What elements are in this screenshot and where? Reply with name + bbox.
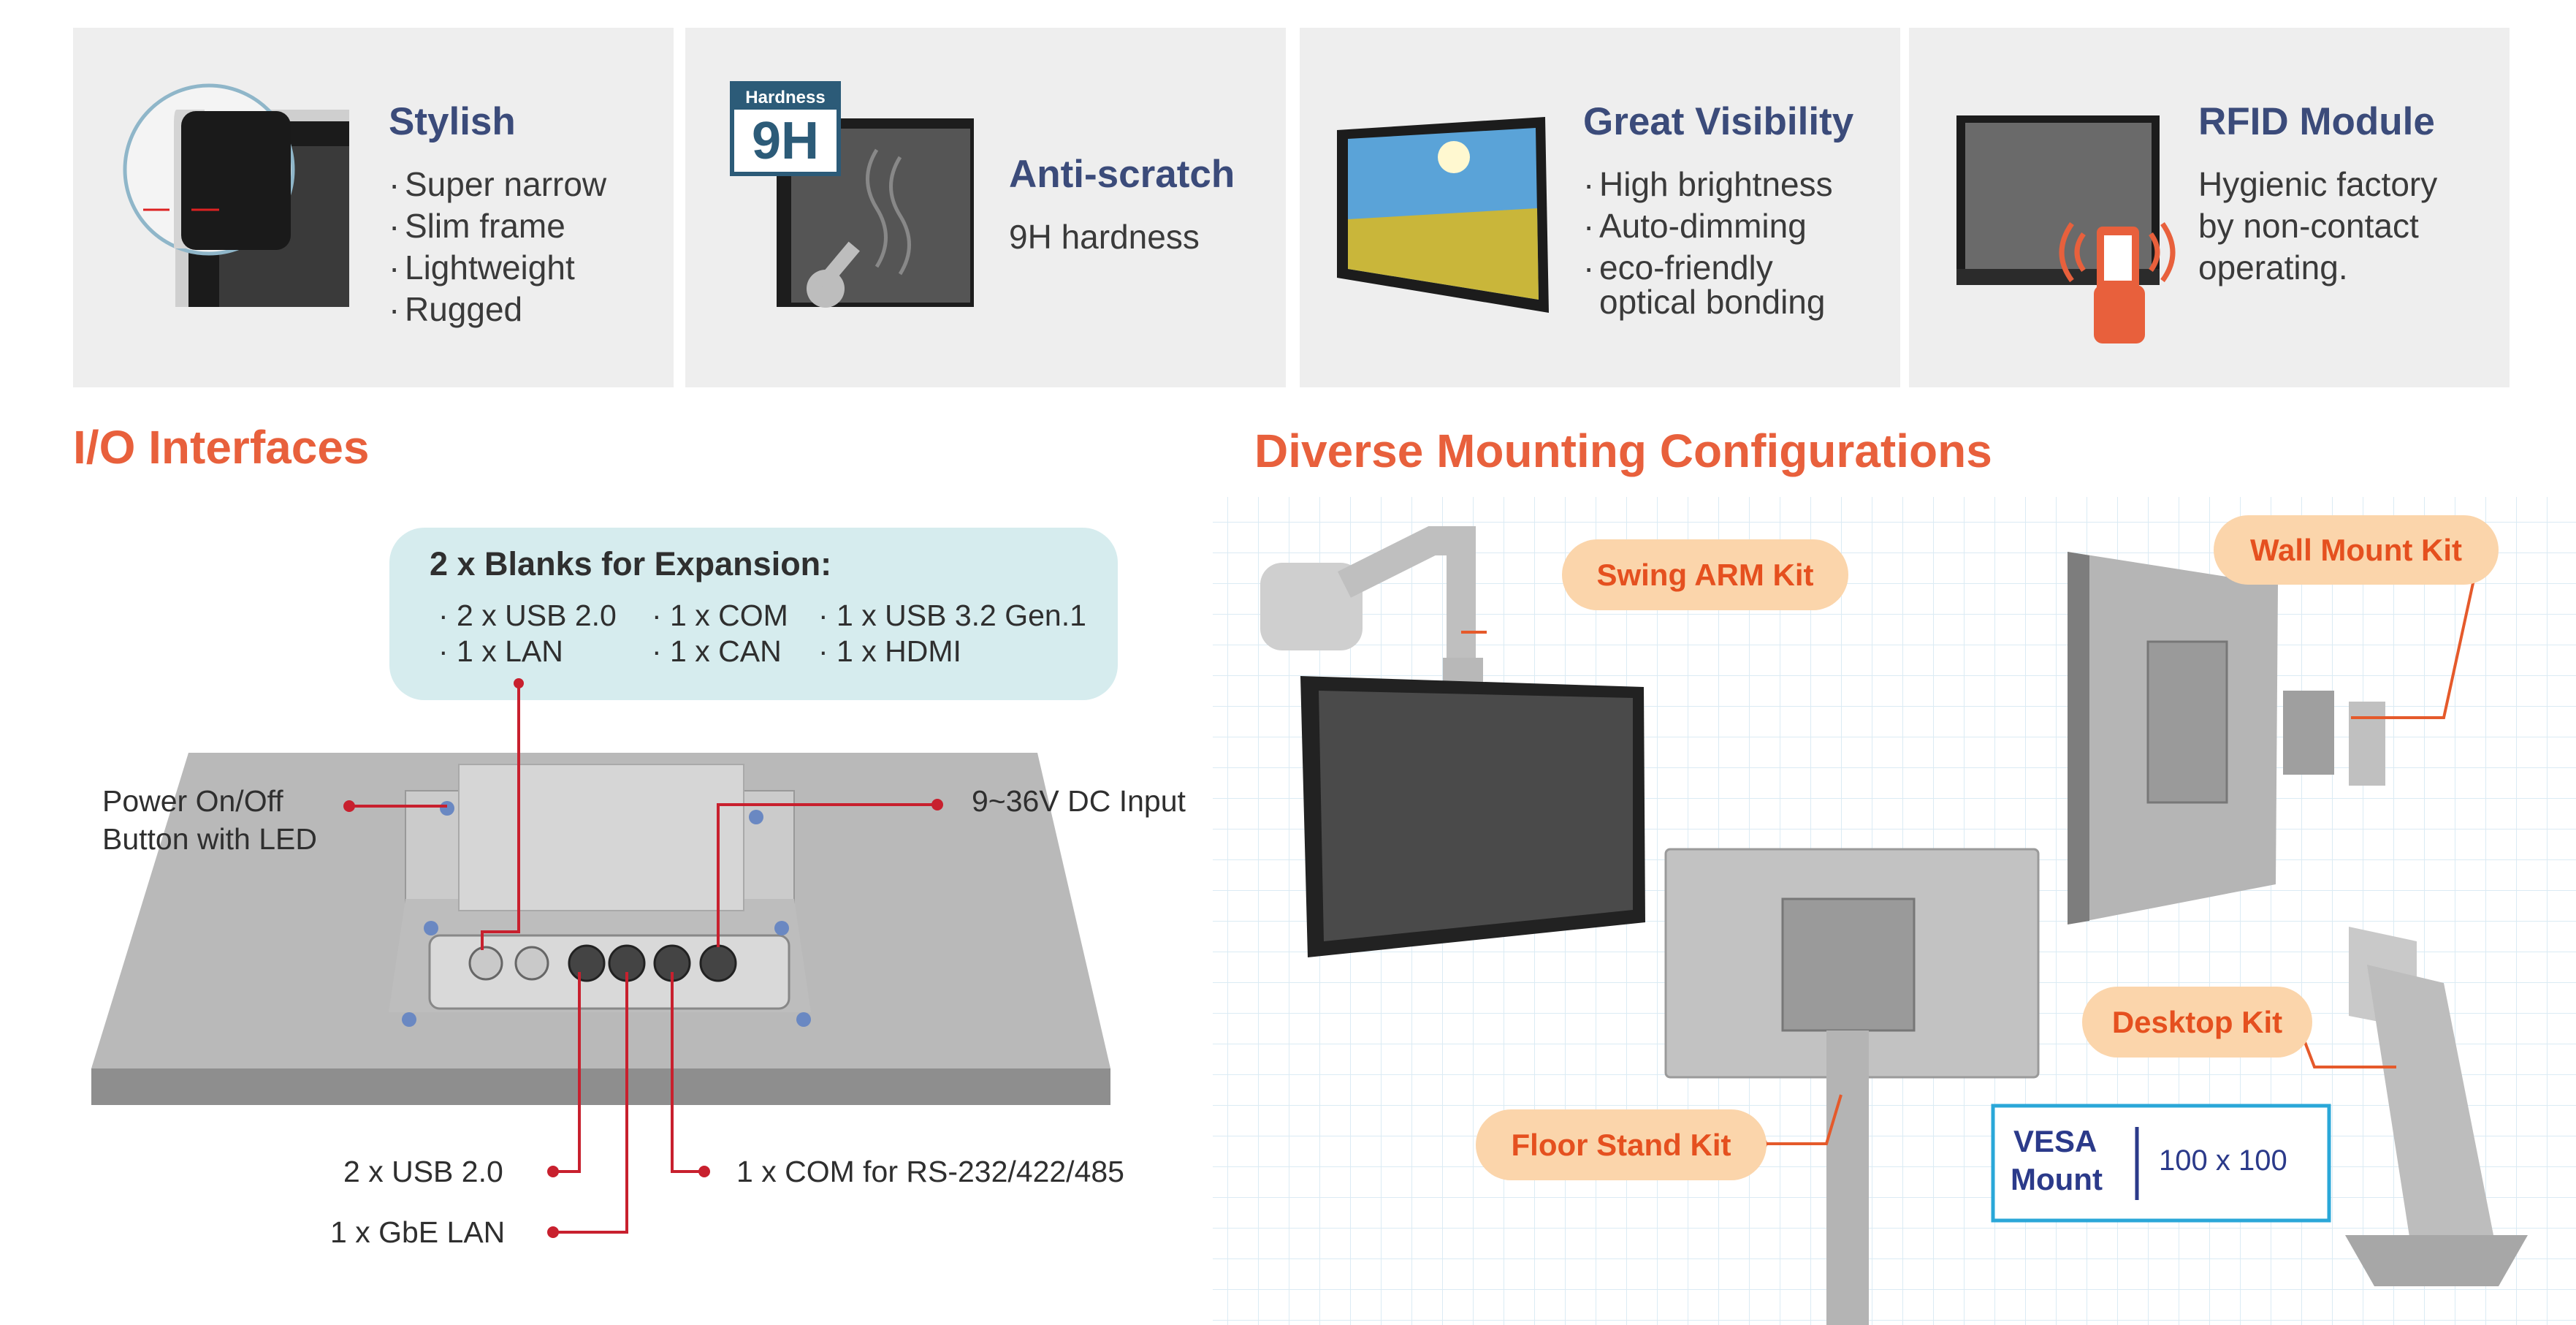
lan-label: 1 x GbE LAN xyxy=(330,1215,506,1249)
rfid-illustration xyxy=(1956,115,2176,343)
scratch-resistant-illustration xyxy=(730,81,974,308)
stylish-bullet: ·Slim frame xyxy=(389,207,565,245)
expansion-item: · 1 x USB 3.2 Gen.1 xyxy=(818,599,1086,632)
stylish-bullet: ·Super narrow xyxy=(389,165,607,203)
expansion-title: 2 x Blanks for Expansion: xyxy=(430,545,832,582)
wall-mount-kit-label: Wall Mount Kit xyxy=(2214,515,2499,585)
vesa-label: Mount xyxy=(2011,1162,2103,1196)
vesa-label: VESA xyxy=(2013,1124,2097,1158)
rfid-text-line: operating. xyxy=(2198,248,2348,286)
expansion-item: · 1 x COM xyxy=(652,599,788,632)
expansion-item: · 1 x CAN xyxy=(652,634,782,668)
power-button-label: Button with LED xyxy=(102,822,317,856)
expansion-item: · 2 x USB 2.0 xyxy=(438,599,617,632)
visibility-bullet: ·High brightness xyxy=(1583,165,1833,203)
anti-scratch-title: Anti-scratch xyxy=(1009,153,1235,196)
floor-stand-kit-label: Floor Stand Kit xyxy=(1476,1109,1767,1180)
desktop-kit-label: Desktop Kit xyxy=(2082,987,2312,1058)
vesa-value: 100 x 100 xyxy=(2159,1144,2287,1177)
anti-scratch-text: 9H hardness xyxy=(1009,218,1200,256)
bright-display-illustration xyxy=(1337,117,1549,313)
power-button-label: Power On/Off xyxy=(102,784,283,818)
rfid-text-line: by non-contact xyxy=(2198,207,2419,245)
expansion-item: · 1 x LAN xyxy=(438,634,563,668)
mounting-section-title: Diverse Mounting Configurations xyxy=(1254,425,1992,477)
stylish-title: Stylish xyxy=(389,100,516,143)
com-label: 1 x COM for RS-232/422/485 xyxy=(736,1155,1124,1188)
stylish-bullet: ·Rugged xyxy=(389,290,523,328)
io-section-title: I/O Interfaces xyxy=(73,421,370,474)
stylish-bullet: ·Lightweight xyxy=(389,248,575,286)
hardness-badge-label: Hardness xyxy=(745,88,826,107)
hardness-badge-value: 9H xyxy=(751,112,820,170)
dc-input-label: 9~36V DC Input xyxy=(972,784,1186,818)
expansion-item: · 1 x HDMI xyxy=(818,634,961,668)
swing-arm-kit-label: Swing ARM Kit xyxy=(1562,539,1848,610)
narrow-frame-illustration xyxy=(123,83,349,307)
rfid-title: RFID Module xyxy=(2198,100,2435,143)
rfid-text-line: Hygienic factory xyxy=(2198,165,2438,203)
visibility-title: Great Visibility xyxy=(1583,100,1854,143)
visibility-bullet-continuation: optical bonding xyxy=(1599,283,1826,321)
usb-label: 2 x USB 2.0 xyxy=(343,1155,503,1188)
visibility-bullet: ·eco-friendly xyxy=(1583,248,1773,286)
visibility-bullet: ·Auto-dimming xyxy=(1583,207,1807,245)
